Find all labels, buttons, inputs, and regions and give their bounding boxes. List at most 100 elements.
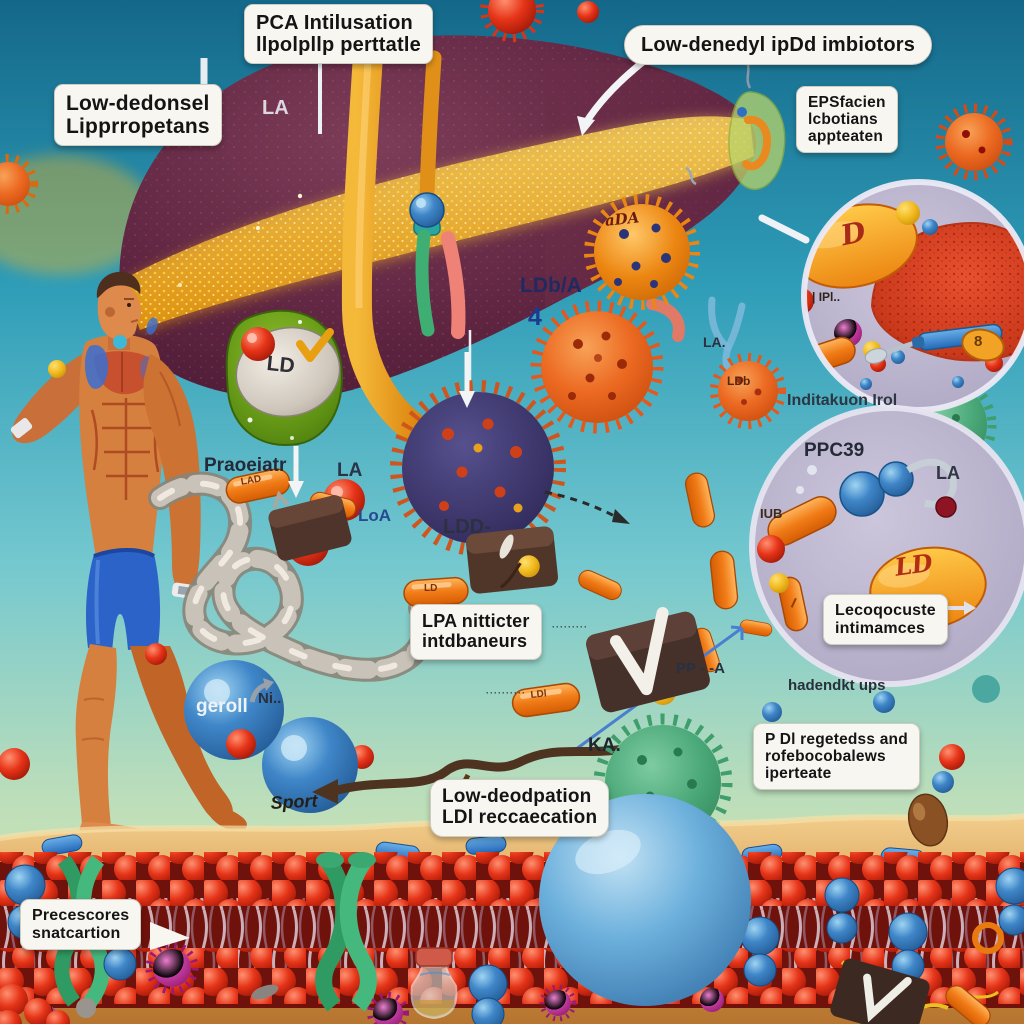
- ldl-particle-top-right: [935, 103, 1013, 181]
- label-line: P Dl regetedss and: [765, 731, 908, 748]
- label-box-ldl-inhibitors: Low-denedyl ipDd imbiotors: [624, 25, 933, 65]
- small-squiggle: [685, 166, 697, 186]
- floating-text-ldd: LDD-: [443, 516, 491, 538]
- floating-text-ni: Ni..: [258, 690, 282, 707]
- lung-organ: [84, 344, 108, 389]
- y-shaped-tube: [708, 296, 746, 376]
- inset-circle-ldl: [801, 179, 1024, 413]
- cyan-dot: [113, 335, 127, 349]
- inset-circle-pcsk9: [749, 405, 1024, 687]
- floating-text-la-liver: LA: [262, 97, 289, 119]
- chocolate-square-2: [465, 526, 559, 594]
- floating-text-iub: IUB: [760, 506, 783, 521]
- label-box-pdl-receptors: P Dl regetedss and rofebocobalews iperte…: [753, 723, 920, 791]
- label-line: Low-deodpation: [442, 786, 592, 807]
- inset-handle-line: [758, 214, 810, 244]
- red-sphere-top: [577, 1, 599, 23]
- ldl-particle-violet: [390, 380, 566, 556]
- floating-text-ppc39: PPC39: [804, 440, 865, 461]
- floating-text-loa: LoA: [358, 506, 392, 525]
- label-line: Low-dedonsel: [66, 92, 210, 115]
- floating-text-ld-pill: LD: [424, 583, 438, 594]
- ldl-particle-orange-small: [710, 353, 786, 429]
- orange-particle-left-edge: [0, 154, 38, 214]
- chocolate-square-bottom: [830, 958, 930, 1024]
- ldl-particle-orange-top: [584, 194, 700, 310]
- floating-text-ldba: LDb/A: [520, 274, 582, 297]
- floating-text-la-y: LA.: [703, 334, 726, 350]
- orange-ring: [972, 922, 1004, 954]
- lipid-heads-top: [0, 852, 1024, 906]
- label-line: EPSfacien: [808, 94, 886, 111]
- gold-dust-glow: [0, 155, 155, 275]
- floating-text-inditakuon: Inditakuon Irol: [787, 392, 898, 409]
- bile-duct-highlight: [355, 59, 372, 309]
- chocolate-square-1: [268, 490, 352, 561]
- label-line: rofebocobalews: [765, 748, 886, 766]
- orange-capsules: [225, 468, 773, 718]
- bottom-decorations: [0, 922, 1004, 1024]
- label-line: Low-denedyl ipDd imbiotors: [641, 34, 916, 56]
- injection-device: [409, 192, 472, 468]
- chocolate-square-check: [586, 607, 710, 713]
- hair: [96, 271, 141, 298]
- label-box-pca-inhibition: PCA Intilusation llpolpllp perttatle: [244, 4, 433, 64]
- floating-text-ppa: PP - -A: [676, 660, 725, 677]
- label-line: snatcartion: [32, 924, 121, 942]
- label-box-lipoproteins: Low-dedonsel Lipprropetans: [54, 84, 222, 147]
- label-line: llpolpllp perttatle: [256, 34, 421, 56]
- salmon-tube: [646, 298, 685, 342]
- label-line: LPA nitticter: [422, 611, 530, 631]
- floating-text-ld-stone: LD: [265, 352, 296, 378]
- blue-dot-lower: [932, 771, 954, 793]
- gold-checkmark: [296, 328, 334, 362]
- red-sphere-cluster: [0, 984, 96, 1024]
- floating-text-adla: aDA: [604, 208, 641, 230]
- abdominal-muscles: [90, 398, 160, 500]
- protein-helix-chain: [148, 471, 437, 682]
- floating-text-ldb-small: LDb: [727, 374, 751, 388]
- label-line: iperteate: [765, 765, 832, 783]
- floating-text-pill8: 8: [974, 333, 983, 350]
- label-box-precursors: Precescores snatcartion: [20, 899, 142, 951]
- ldl-particle-top: [480, 0, 544, 42]
- label-line: Lecoqocuste: [835, 602, 936, 619]
- label-line: Lipprropetans: [66, 115, 210, 139]
- teal-particle: [972, 675, 1000, 703]
- ldl-particle-orange-large: [530, 300, 664, 434]
- blue-dot-mid: [762, 702, 782, 722]
- floating-text-dashes2: ·········: [552, 622, 588, 632]
- floating-text-ipl: | IPl..: [812, 290, 841, 304]
- label-line: intdbaneurs: [422, 630, 528, 651]
- label-box-eps: EPSfacien lcbotians appteaten: [796, 86, 898, 154]
- label-line: PCA Intilusation: [256, 12, 413, 34]
- floating-text-la-mid: LA: [337, 460, 363, 481]
- blue-shorts: [86, 548, 161, 652]
- floating-text-hadendkt: hadendkt ups: [788, 677, 886, 694]
- floating-text-ldl-pill: LDl: [530, 688, 548, 701]
- floating-text-ka: KA.: [588, 735, 621, 756]
- gray-capsule: [251, 984, 279, 1000]
- label-box-ldl-receptor: Low-deodpation LDl reccaecation: [430, 779, 610, 837]
- big-blue-sphere: [539, 794, 751, 1006]
- green-blob-ld-stone: [225, 309, 343, 446]
- blue-dot-right: [873, 691, 895, 713]
- membrane-protein-green-center: [315, 852, 377, 1012]
- label-line: appteaten: [808, 128, 884, 146]
- label-line: lcbotians: [808, 111, 878, 129]
- floating-text-geroll: geroll: [196, 696, 248, 717]
- label-line: LDl reccaecation: [442, 806, 598, 828]
- label-box-lpa-inhibitors: LPA nitticter intdbaneurs: [410, 604, 542, 660]
- blue-spheres: [184, 660, 358, 813]
- green-jelly-blob: [728, 59, 786, 191]
- label-line: Precescores: [32, 907, 130, 924]
- label-line: intimamces: [835, 619, 926, 637]
- medicine-bottle: [410, 947, 458, 1020]
- floating-text-praoeiatr: Praoeiatr: [204, 455, 287, 476]
- gold-dot: [48, 360, 66, 378]
- label-box-leukocyte: Lecoqocuste intimamces: [823, 594, 948, 646]
- bile-duct-small: [419, 50, 442, 204]
- floating-text-la-circle: LA: [936, 463, 960, 483]
